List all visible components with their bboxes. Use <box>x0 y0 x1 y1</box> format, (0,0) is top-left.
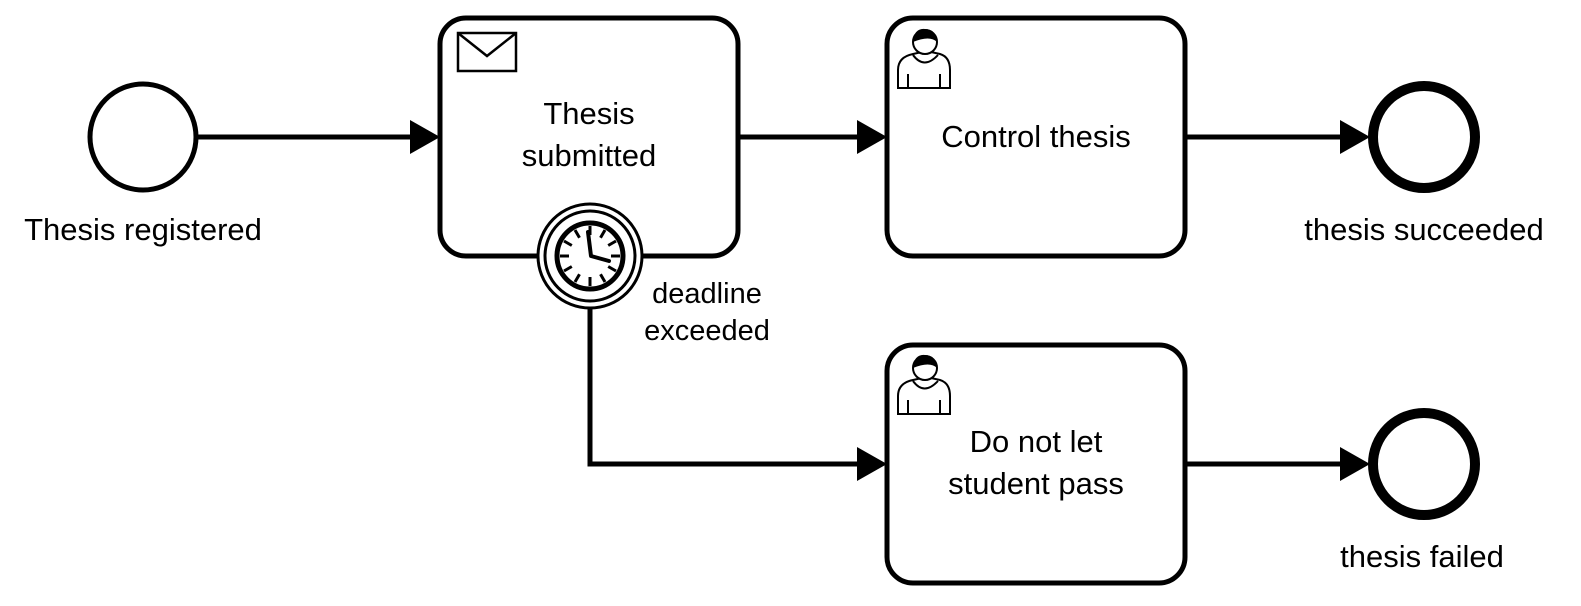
user-icon <box>897 28 951 89</box>
end-event-failed[interactable] <box>1368 408 1480 520</box>
end-event-succeeded[interactable] <box>1368 81 1480 193</box>
timer-label-line2: exceeded <box>644 315 770 347</box>
end-event-succeeded-label: thesis succeeded <box>1304 212 1544 247</box>
clock-icon <box>554 220 626 292</box>
flow-timer-to-fail-task[interactable] <box>587 308 887 481</box>
envelope-icon <box>456 31 518 73</box>
end-event-failed-label: thesis failed <box>1340 539 1504 574</box>
flow-receive-to-control[interactable] <box>738 120 887 154</box>
task-control-thesis-label: Control thesis <box>941 119 1131 154</box>
task-control-thesis[interactable]: Control thesis <box>884 15 1188 259</box>
flow-start-to-receive[interactable] <box>198 120 440 154</box>
start-event-label: Thesis registered <box>24 212 262 247</box>
task-thesis-submitted-label-line1: Thesis <box>543 96 634 131</box>
task-thesis-submitted[interactable]: Thesis submitted <box>437 15 741 259</box>
start-event[interactable] <box>87 81 199 193</box>
task-fail-label-line1: Do not let <box>970 424 1103 459</box>
task-do-not-let-student-pass[interactable]: Do not let student pass <box>884 342 1188 586</box>
timer-boundary-event[interactable] <box>536 202 644 310</box>
user-icon <box>897 354 951 415</box>
flow-control-to-end-success[interactable] <box>1186 120 1370 154</box>
task-thesis-submitted-label-line2: submitted <box>522 138 656 173</box>
timer-label-line1: deadline <box>652 278 762 310</box>
flow-fail-task-to-end-fail[interactable] <box>1186 447 1370 481</box>
task-fail-label-line2: student pass <box>948 466 1124 501</box>
